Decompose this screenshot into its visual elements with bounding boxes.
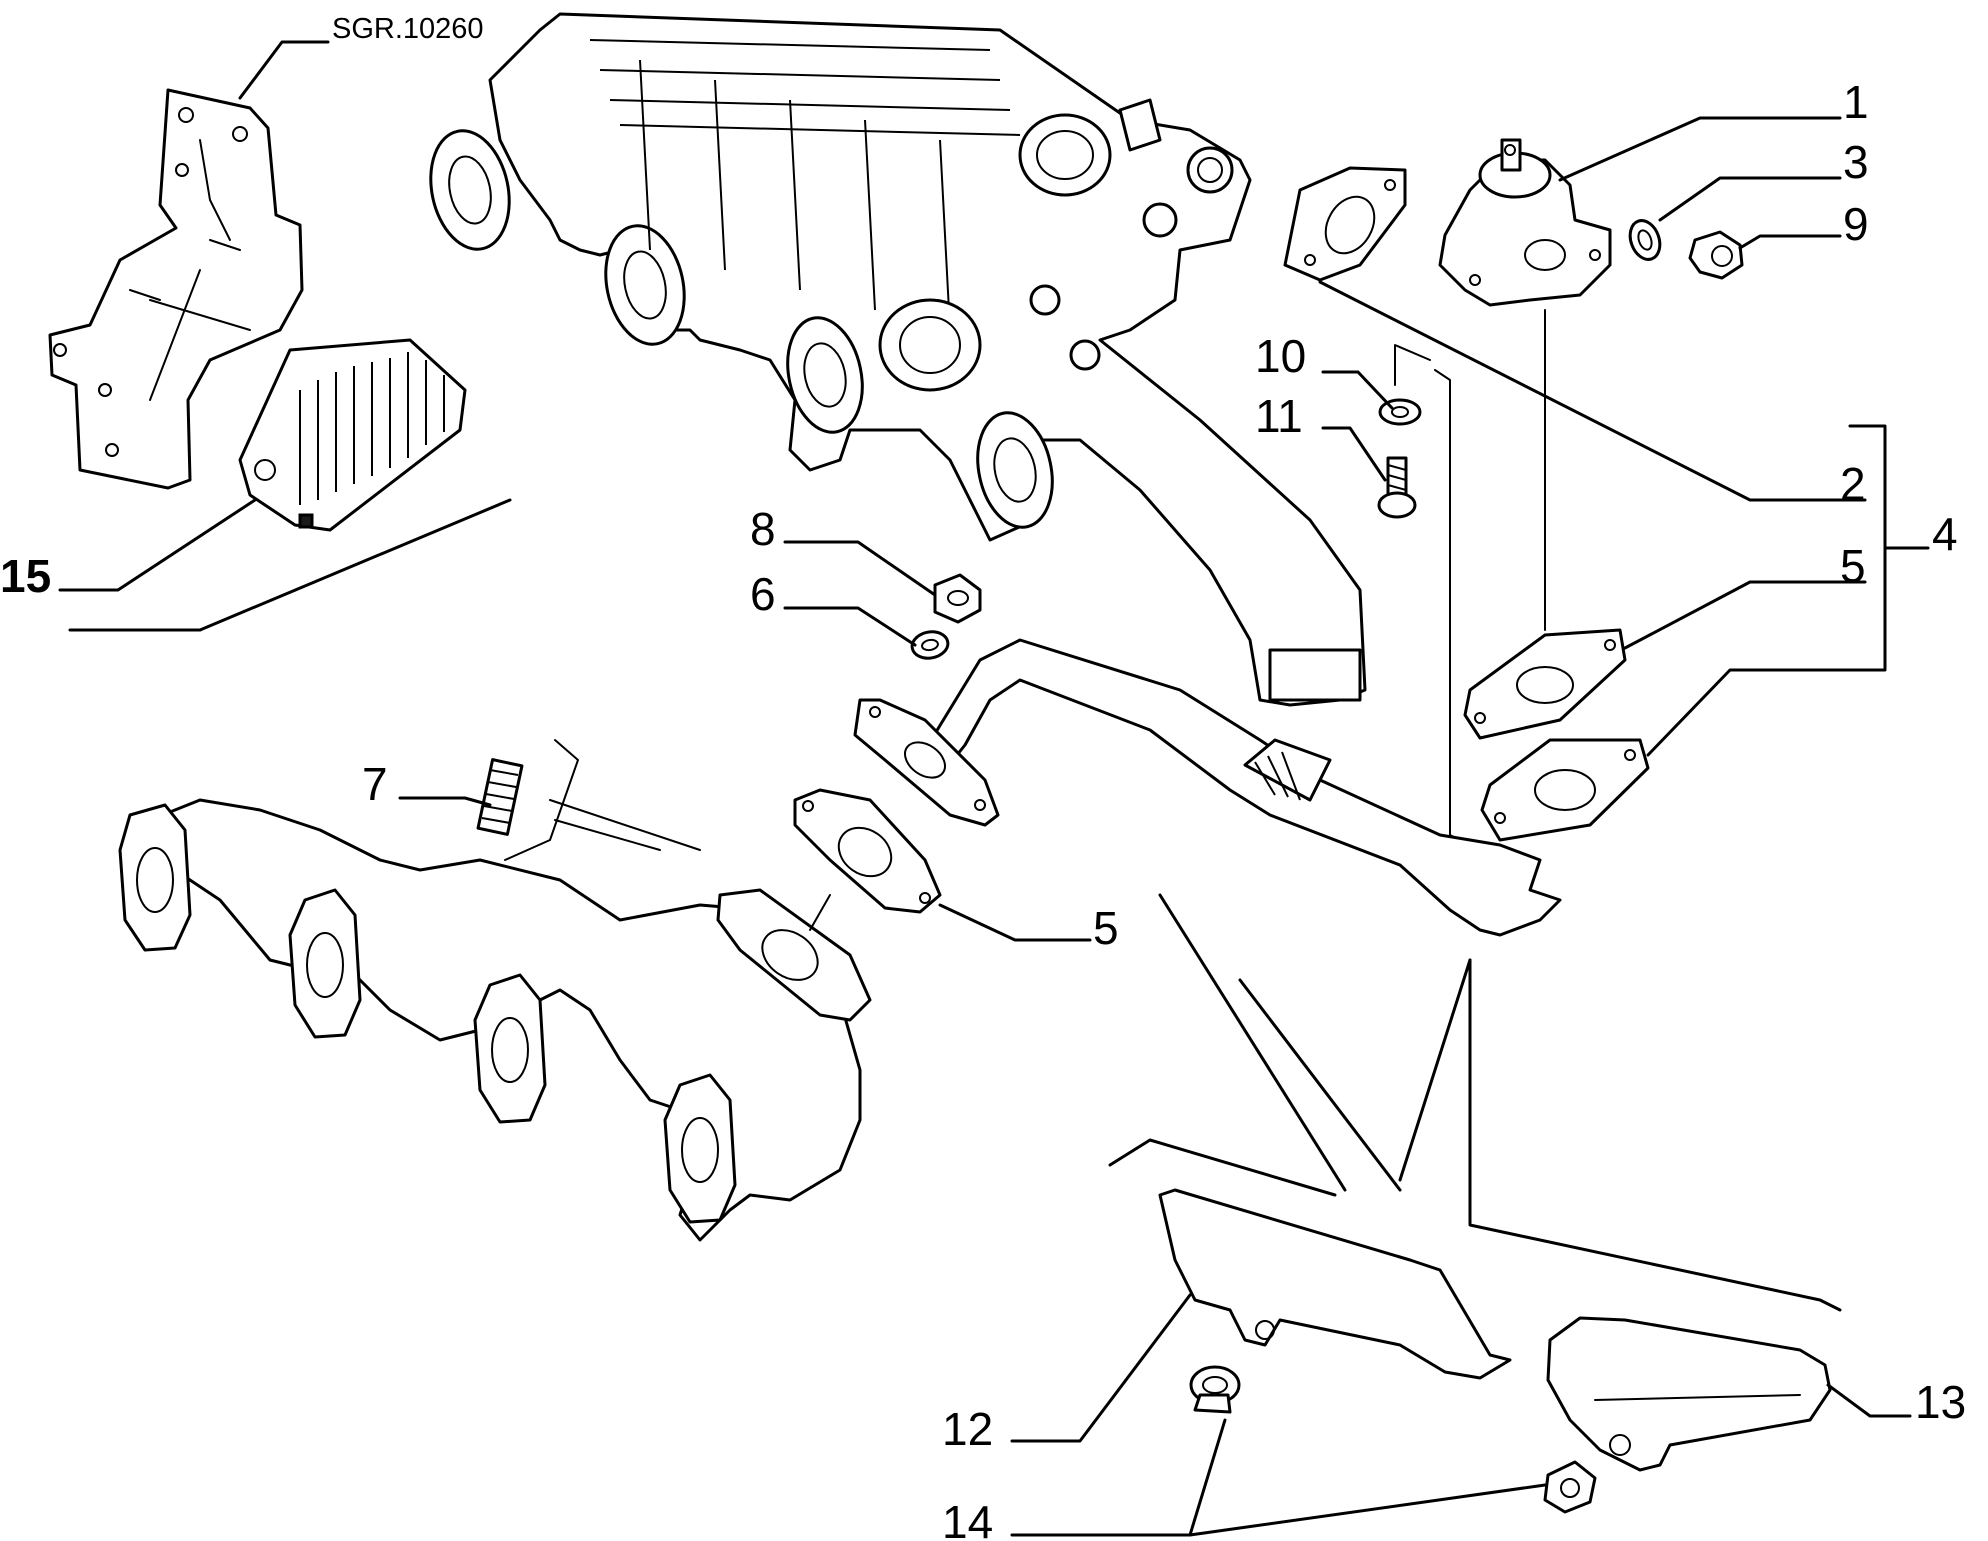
leader-cross-a [1158,893,1347,1192]
callout-7: 7 [362,758,388,810]
bottom-manifold [118,798,872,1242]
callout-4: 4 [1932,508,1958,560]
part-9-nut [1688,230,1744,280]
leader-11 [1321,426,1387,482]
leader-10 [1321,370,1394,410]
leader-14a [1010,1418,1227,1537]
top-manifold [429,12,1367,707]
leader-12 [1010,1293,1192,1443]
callout-6: 6 [750,568,776,620]
callout-3: 3 [1843,136,1869,188]
egr-pipe [853,638,1562,937]
leader-3 [1658,176,1842,222]
part-12-heat-shield [1158,1188,1512,1380]
part-14-grommet-right [1543,1460,1597,1514]
leader-6 [783,606,917,647]
leader-7 [398,796,492,807]
heatshield-line [1108,1138,1337,1197]
part-1-egr-valve [1438,138,1612,307]
callout-9: 9 [1843,198,1869,250]
drawing-code: SGR.10260 [332,13,484,45]
part-5-gasket-upper [1463,628,1627,740]
part-5-gasket-lower [1480,738,1650,842]
part-13-pipe-cover [1546,1316,1832,1472]
callout-5-middle: 5 [1093,902,1119,954]
callout-11: 11 [1255,390,1303,442]
part-15-module [238,338,467,532]
part-11-bolt [1377,456,1417,519]
leader-2 [1318,280,1867,502]
part-15-bracket [48,88,304,490]
part-8-nut [933,573,982,624]
leader-5b [938,903,1092,942]
callout-15: 15 [0,550,51,602]
part-2-gasket [1283,166,1407,282]
part-6-washer [910,630,950,660]
leader-14b [1188,1483,1547,1537]
leader-5a-lower [1646,668,1852,757]
leader-cross-c [1398,958,1472,1182]
callout-1: 1 [1843,76,1869,128]
leader-cross-d [1468,958,1842,1312]
callout-13: 13 [1915,1376,1966,1428]
callout-8: 8 [750,503,776,555]
leader-9 [1738,234,1842,250]
leader-15 [58,498,257,592]
part-14-grommet-left [1189,1365,1241,1414]
part-5-gasket-middle [793,788,942,914]
leader-cross-b [1238,978,1402,1192]
leader-13 [1826,1383,1912,1418]
drawing-code-leader [238,40,330,100]
leader-8 [783,540,937,597]
part-7-stud [476,758,524,836]
leader-1 [1558,116,1842,182]
callout-10: 10 [1255,330,1306,382]
callout-12: 12 [942,1403,993,1455]
leader-5a [1623,580,1867,650]
callout-5-right: 5 [1840,540,1866,592]
callout-2: 2 [1840,458,1866,510]
part-3-washer [1628,219,1662,261]
callout-14: 14 [942,1496,993,1541]
